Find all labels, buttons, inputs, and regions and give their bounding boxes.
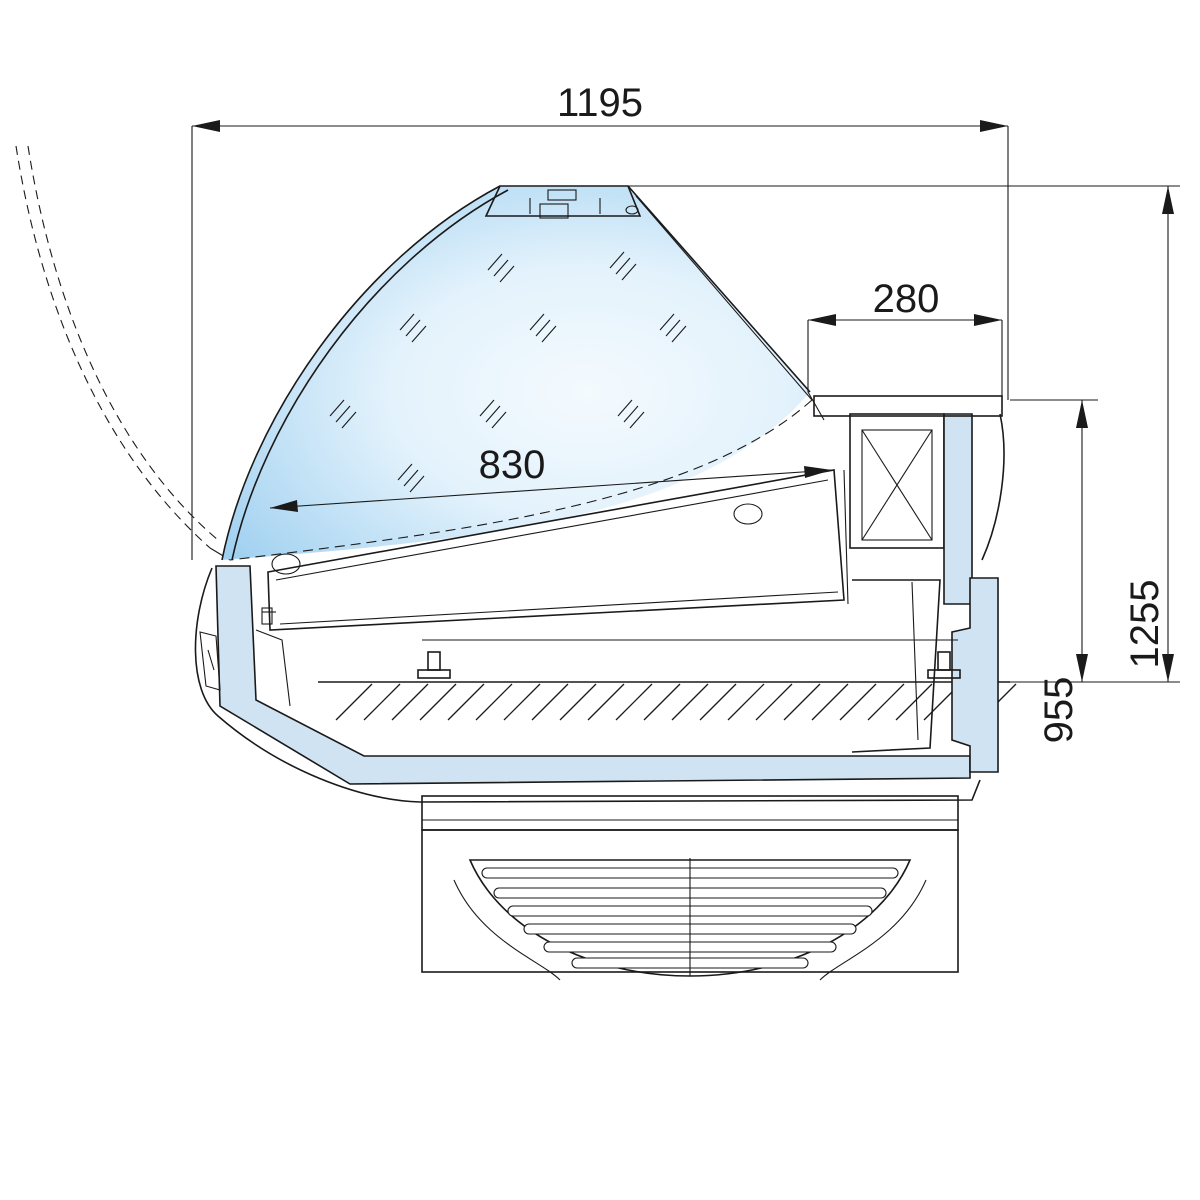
- floor: [318, 681, 1017, 721]
- dimension-counter-height: 955: [1000, 399, 1098, 744]
- floor-hatch-line: [391, 683, 429, 721]
- counter-depth-label: 280: [873, 277, 940, 321]
- dimension-overall-height: 1255: [628, 185, 1180, 683]
- floor-hatch-line: [895, 683, 933, 721]
- shelf-depth-label: 830: [479, 443, 546, 487]
- refrigeration-base: [417, 639, 961, 981]
- floor-hatch-line: [475, 683, 513, 721]
- floor-hatch-line: [839, 683, 877, 721]
- floor-hatch-line: [615, 683, 653, 721]
- rear-service-section: [849, 413, 1005, 773]
- floor-hatch-line: [811, 683, 849, 721]
- floor-hatch-line: [727, 683, 765, 721]
- dimension-counter-depth: 280: [807, 277, 1003, 396]
- floor-hatch-line: [755, 683, 793, 721]
- floor-hatch-line: [531, 683, 569, 721]
- curved-glass-canopy: [221, 185, 813, 561]
- rear-countertop: [807, 391, 1003, 421]
- floor-hatch-line: [559, 683, 597, 721]
- overall-width-label: 1195: [557, 81, 643, 125]
- floor-hatch-line: [363, 683, 401, 721]
- overall-height-label: 1255: [1123, 580, 1167, 669]
- top-light-canopy: [484, 185, 642, 219]
- cabinet-body: [194, 567, 981, 803]
- floor-hatch-line: [867, 683, 905, 721]
- open-glass-door-outline: [15, 145, 231, 561]
- floor-hatch-line: [419, 683, 457, 721]
- floor-hatch-line: [447, 683, 485, 721]
- dimension-overall-width: 1195: [191, 81, 1009, 560]
- display-shelf: [261, 469, 849, 631]
- floor-hatch-line: [699, 683, 737, 721]
- dimension-shelf-depth: 830: [269, 443, 833, 512]
- floor-hatch-line: [783, 683, 821, 721]
- floor-hatch-line: [503, 683, 541, 721]
- floor-hatch-line: [671, 683, 709, 721]
- floor-hatch-line: [643, 683, 681, 721]
- floor-hatch-line: [587, 683, 625, 721]
- floor-hatch-line: [335, 683, 373, 721]
- counter-height-label: 955: [1037, 677, 1081, 744]
- glass-reflection-marks: [329, 251, 687, 493]
